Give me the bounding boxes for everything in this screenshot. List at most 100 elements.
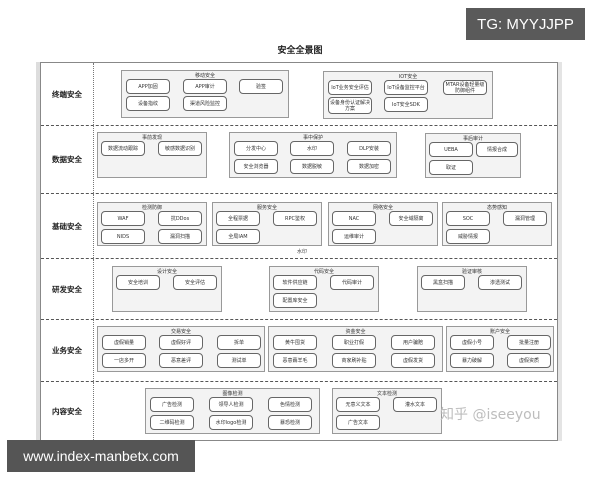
group-title: 服务安全 — [256, 205, 277, 211]
item-leader-detection: 领导人检测 — [209, 397, 253, 412]
group-title: 设计安全 — [156, 269, 177, 275]
diagram-frame: 终端安全 移动安全 APP加固 APP审计 验签 设备指纹 渠道风险监控 IOT… — [40, 62, 558, 441]
item-intel-synthesis: 情报合成 — [476, 142, 518, 157]
item-blackbox-scan: 黑盒扫描 — [421, 275, 465, 290]
group-mobile-security: 移动安全 APP加固 APP审计 验签 设备指纹 渠道风险监控 — [121, 70, 289, 118]
item-security-training: 安全培训 — [116, 275, 160, 290]
item-repo-security: 配置库安全 — [273, 293, 317, 308]
item-pentest: 渗透测试 — [478, 275, 522, 290]
item-fake-accounts: 虚假小号 — [450, 335, 494, 350]
group-account-security: 账户安全 虚假小号 批量注册 暴力破解 虚假资质 — [446, 326, 554, 372]
item-user-claim-fraud: 用户骗赔 — [391, 335, 435, 350]
item-data-flow-tracking: 数据流动跟踪 — [101, 141, 145, 156]
item-malicious-reviews: 恶意差评 — [159, 353, 203, 368]
group-title: IOT安全 — [398, 74, 418, 80]
group-title: 态势感知 — [486, 205, 507, 211]
item-watermark: 水印 — [290, 141, 334, 156]
item-rpc-auth: RPC鉴权 — [273, 211, 317, 226]
item-ueba: UEBA — [429, 142, 473, 157]
item-test-orders: 测试单 — [217, 353, 261, 368]
item-secure-browser: 安全浏览器 — [234, 159, 278, 174]
diagram-title: 安全全景图 — [277, 46, 323, 56]
item-brute-force: 暴力破解 — [450, 353, 494, 368]
item-watermark-logo-detection: 水印logo检测 — [209, 415, 253, 430]
group-detection-defense: 检测防御 WAF 抗DDos NIDS 漏洞扫描 — [97, 202, 207, 246]
group-title: 图像检测 — [222, 391, 243, 397]
group-funds-security: 资金安全 黄牛囤货 职业打假 用户骗赔 恶意薅羊毛 商家刷补贴 虚假发货 — [268, 326, 443, 372]
item-sensitive-data-identify: 敏感数据识别 — [158, 141, 202, 156]
zhihu-watermark: 知乎 @iseeyou — [440, 407, 541, 423]
group-title: 网络安全 — [372, 205, 393, 211]
row-label: 内容安全 — [41, 382, 94, 440]
item-nac: NAC — [332, 211, 376, 226]
item-meaningless-text: 无意义文本 — [336, 397, 380, 412]
group-code-security: 代码安全 软件供应链 代码审计 配置库安全 — [269, 266, 379, 312]
item-forensics: 取证 — [429, 160, 473, 175]
row-data-security: 数据安全 事前发现 数据流动跟踪 敏感数据识别 事中保护 分发中心 水印 DLP… — [41, 126, 557, 194]
item-data-encryption: 数据加密 — [347, 159, 391, 174]
row-business-security: 业务安全 交易安全 虚假销量 虚假好评 拆单 一店多开 恶意差评 测试单 资金安… — [41, 320, 557, 382]
item-mtar-component: MTAR设备轻量级防御组件 — [443, 80, 487, 95]
item-iot-monitor-platform: IoT设备监控平台 — [384, 80, 428, 95]
item-soc: SOC — [446, 211, 490, 226]
group-design-security: 设计安全 安全培训 安全评估 — [112, 266, 222, 312]
row-dev-security: 研发安全 设计安全 安全培训 安全评估 代码安全 软件供应链 代码审计 配置库安… — [41, 259, 557, 320]
item-porn-detection: 色情检测 — [268, 397, 312, 412]
item-app-audit: APP审计 — [183, 79, 227, 94]
item-ops-audit: 运维审计 — [332, 229, 376, 244]
item-domain-isolation: 安全域隔离 — [389, 211, 433, 226]
group-title: 文本检测 — [376, 391, 397, 397]
row-infra-security: 基础安全 检测防御 WAF 抗DDos NIDS 漏洞扫描 服务安全 全程票据 … — [41, 194, 557, 259]
item-subsidy-fraud: 商家刷补贴 — [332, 353, 376, 368]
group-title: 事后审计 — [462, 136, 483, 142]
item-pro-fraud-claims: 职业打假 — [332, 335, 376, 350]
group-in-process-protection: 事中保护 分发中心 水印 DLP安装 安全浏览器 数据脱敏 数据加密 — [229, 132, 397, 178]
row-label: 业务安全 — [41, 320, 94, 381]
group-title: 事中保护 — [302, 135, 323, 141]
item-channel-risk-monitor: 渠道风险监控 — [183, 96, 227, 111]
group-service-security: 服务安全 全程票据 RPC鉴权 全局IAM — [212, 202, 322, 246]
item-threat-intel: 威胁情报 — [446, 229, 490, 244]
item-spam-text: 灌水文本 — [393, 397, 437, 412]
group-transaction-security: 交易安全 虚假销量 虚假好评 拆单 一店多开 恶意差评 测试单 — [97, 326, 265, 372]
item-iot-security-sdk: IoT安全SDK — [384, 97, 428, 112]
item-dlp: DLP安装 — [347, 141, 391, 156]
item-app-hardening: APP加固 — [126, 79, 170, 94]
row-label: 终端安全 — [41, 63, 94, 125]
item-ad-detection: 广告检测 — [150, 397, 194, 412]
group-image-detection: 图像检测 广告检测 领导人检测 色情检测 二维码检测 水印logo检测 暴恐检测 — [145, 388, 320, 434]
item-full-ticket: 全程票据 — [216, 211, 260, 226]
item-order-split: 拆单 — [217, 335, 261, 350]
group-title: 代码安全 — [313, 269, 334, 275]
item-terror-detection: 暴恐检测 — [268, 415, 312, 430]
note-watermark: 水印 — [297, 249, 308, 255]
item-supply-chain: 软件供应链 — [273, 275, 317, 290]
item-multi-store: 一店多开 — [102, 353, 146, 368]
item-device-fingerprint: 设备指纹 — [126, 96, 170, 111]
group-title: 移动安全 — [194, 73, 215, 79]
item-scalping: 黄牛囤货 — [273, 335, 317, 350]
url-badge: www.index-manbetx.com — [7, 440, 195, 472]
item-bonus-abuse: 恶意薅羊毛 — [273, 353, 317, 368]
row-terminal-security: 终端安全 移动安全 APP加固 APP审计 验签 设备指纹 渠道风险监控 IOT… — [41, 63, 557, 126]
item-qrcode-detection: 二维码检测 — [150, 415, 194, 430]
item-ad-text: 广告文本 — [336, 415, 380, 430]
group-verification-review: 验证审核 黑盒扫描 渗透测试 — [417, 266, 527, 312]
item-fake-credentials: 虚假资质 — [507, 353, 551, 368]
row-label: 基础安全 — [41, 194, 94, 258]
group-title: 交易安全 — [170, 329, 191, 335]
item-bulk-registration: 批量注册 — [507, 335, 551, 350]
item-data-masking: 数据脱敏 — [290, 159, 334, 174]
group-title: 事前发现 — [141, 135, 162, 141]
group-title: 验证审核 — [461, 269, 482, 275]
item-iot-risk-assessment: IoT业务安全评估 — [328, 80, 372, 95]
group-title: 资金安全 — [345, 329, 366, 335]
item-security-assessment: 安全评估 — [173, 275, 217, 290]
group-text-detection: 文本检测 无意义文本 灌水文本 广告文本 — [332, 388, 442, 434]
group-network-security: 网络安全 NAC 安全域隔离 运维审计 — [328, 202, 438, 246]
item-nids: NIDS — [101, 229, 145, 244]
item-vuln-scan: 漏洞扫描 — [158, 229, 202, 244]
item-fake-shipping: 虚假发货 — [391, 353, 435, 368]
item-global-iam: 全局IAM — [216, 229, 260, 244]
group-title: 账户安全 — [489, 329, 510, 335]
